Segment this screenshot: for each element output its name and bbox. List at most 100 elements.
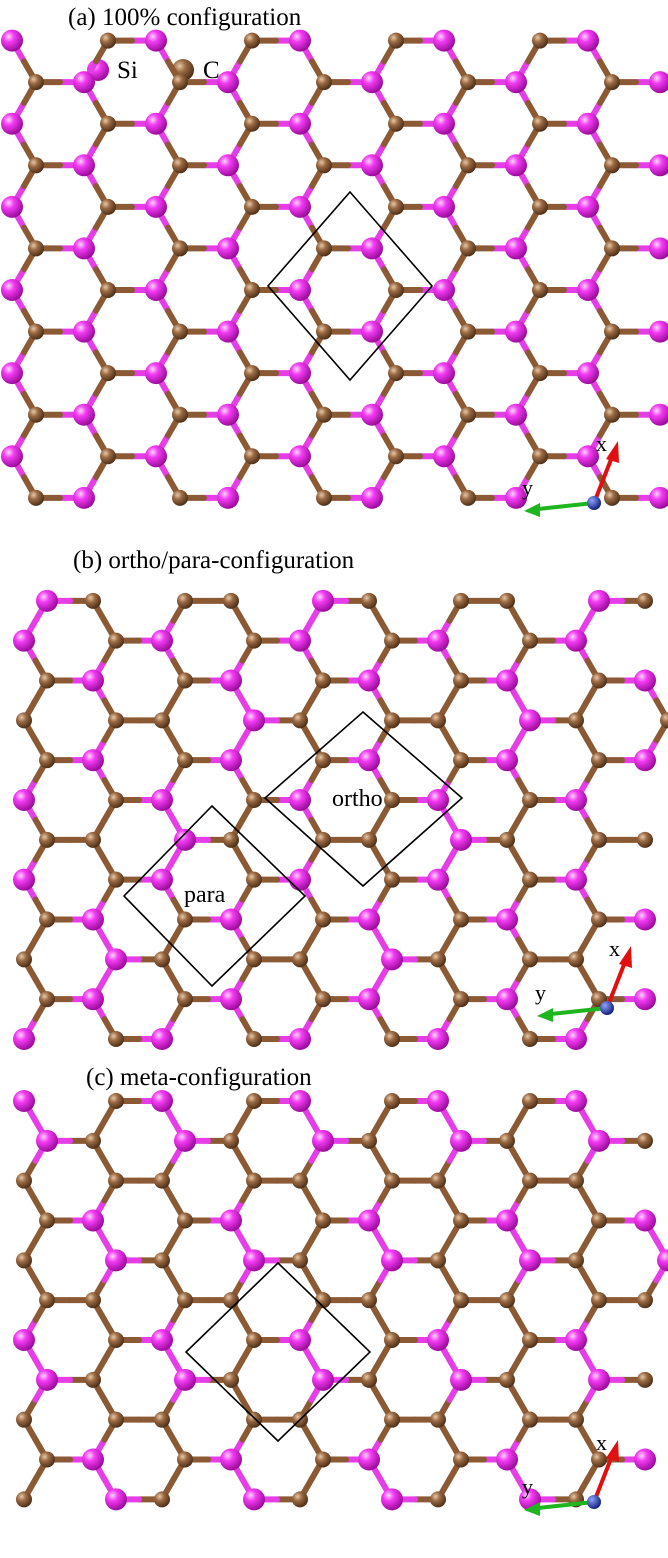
c-atom [108,792,124,808]
c-atom [16,1411,32,1428]
c-atom [315,1212,331,1229]
c-atom [591,911,607,928]
si-atom [73,71,95,94]
c-atom [244,282,260,298]
c-atom [292,1172,308,1189]
c-atom [244,32,260,49]
si-atom [649,486,668,509]
si-atom [634,908,656,931]
c-atom [532,198,548,215]
c-atom [39,752,55,769]
si-atom [634,1448,656,1471]
c-atom [591,1212,607,1229]
si-atom [577,445,599,468]
c-atom [384,1411,400,1428]
si-atom [588,1129,610,1152]
si-atom [433,362,455,385]
c-atom [568,712,584,729]
c-atom [453,1212,469,1229]
panel-b: (b) ortho/para-configuration ortho para … [13,547,668,1051]
si-atom [151,1089,173,1112]
si-atom [381,1488,403,1511]
c-atom [85,831,101,848]
x-axis-arrow [592,1455,614,1503]
si-atom [358,1448,380,1471]
c-atom [499,592,515,609]
si-atom [657,1249,668,1272]
c-atom [172,323,188,340]
c-atom [85,1132,101,1149]
si-atom [649,71,668,94]
si-atom [361,71,383,94]
si-atom [450,1368,472,1391]
c-atom [246,1411,262,1428]
panel-a: (a) 100% configuration Si C xy [1,4,668,517]
si-atom [13,1089,35,1112]
si-atom [634,669,656,692]
si-atom [565,868,587,891]
c-atom [532,448,548,465]
si-atom [82,669,104,692]
si-atom [358,908,380,931]
c-atom [660,712,668,729]
x-axis-label: x [609,936,620,961]
c-atom [100,32,116,49]
c-atom [108,1411,124,1428]
x-axis-arrowhead [619,946,632,968]
si-atom [450,1129,472,1152]
c-atom [316,74,332,91]
si-atom [361,154,383,177]
c-atom [637,1371,653,1388]
c-atom [108,1031,124,1048]
c-atom [522,871,538,888]
c-atom [637,1292,653,1309]
c-atom [499,1292,515,1309]
c-atom [246,1031,262,1048]
c-atom [244,198,260,215]
si-atom [145,29,167,52]
c-atom [499,1132,515,1149]
si-atom [1,445,23,468]
si-atom [577,112,599,135]
si-atom [174,828,196,851]
c-atom [604,74,620,91]
c-atom [591,1451,607,1468]
si-atom [312,1129,334,1152]
c-atom [568,951,584,968]
si-atom [496,988,518,1011]
c-atom [39,1451,55,1468]
c-atom [453,672,469,689]
si-atom [450,828,472,851]
c-atom [315,1292,331,1309]
c-atom [453,1292,469,1309]
si-atom [358,1209,380,1232]
c-atom [223,1132,239,1149]
si-atom [577,195,599,218]
c-atom [108,1092,124,1109]
c-atom [361,592,377,609]
si-atom [427,1028,449,1051]
si-atom [289,445,311,468]
si-atom [519,709,541,732]
c-atom [430,1172,446,1189]
c-atom [591,1292,607,1309]
c-atom [223,592,239,609]
c-atom [316,489,332,506]
c-atom [361,1371,377,1388]
si-atom [289,112,311,135]
c-atom [108,712,124,729]
c-atom [172,406,188,423]
si-atom [577,279,599,301]
c-atom [246,951,262,968]
c-atom [177,911,193,928]
c-atom [384,1172,400,1189]
c-atom [384,1332,400,1348]
c-atom [384,1092,400,1109]
si-atom [289,789,311,811]
si-atom [73,237,95,260]
si-atom [73,154,95,177]
si-atom [427,1329,449,1351]
c-atom [453,991,469,1008]
c-atom [604,240,620,257]
si-atom [358,988,380,1011]
